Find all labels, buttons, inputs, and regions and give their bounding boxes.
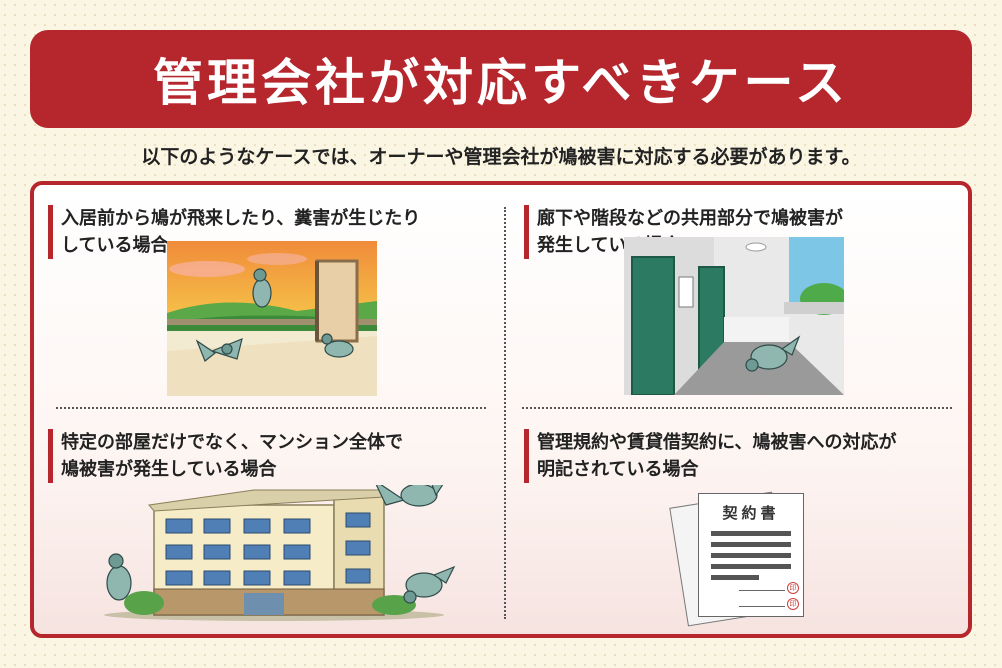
case-4: 管理規約や賃貸借契約に、鳩被害への対応が 明記されている場合 契約書 印 印 [504, 407, 968, 634]
seal-stamp: 印 [787, 598, 799, 610]
case-1-title-line2: している場合 [61, 235, 169, 256]
case-4-title-line1: 管理規約や賃貸借契約に、鳩被害への対応が [537, 432, 897, 453]
title-banner: 管理会社が対応すべきケース [30, 30, 972, 128]
contract-illustration: 契約書 印 印 [669, 489, 814, 629]
case-1: 入居前から鳩が飛来したり、糞害が生じたり している場合 [34, 185, 504, 407]
case-1-title-line1: 入居前から鳩が飛来したり、糞害が生じたり [61, 208, 421, 229]
contract-sheet: 契約書 印 印 [698, 493, 804, 617]
case-3-title: 特定の部屋だけでなく、マンション全体で 鳩被害が発生している場合 [48, 429, 403, 483]
cases-panel: 入居前から鳩が飛来したり、糞害が生じたり している場合 [30, 181, 972, 638]
subtitle: 以下のようなケースでは、オーナーや管理会社が鳩被害に対応する必要があります。 [141, 146, 861, 168]
apartment-illustration [74, 485, 494, 625]
case-3: 特定の部屋だけでなく、マンション全体で 鳩被害が発生している場合 [34, 407, 504, 634]
signature-line [739, 606, 785, 607]
horizontal-divider-right [522, 407, 952, 409]
case-2-title-line1: 廊下や階段などの共用部分で鳩被害が [537, 208, 843, 229]
contract-heading: 契約書 [722, 504, 780, 522]
case-1-title: 入居前から鳩が飛来したり、糞害が生じたり している場合 [48, 205, 420, 259]
case-3-title-line2: 鳩被害が発生している場合 [61, 459, 277, 480]
contract-line [711, 575, 759, 580]
contract-line [711, 564, 791, 569]
case-3-title-line1: 特定の部屋だけでなく、マンション全体で [61, 432, 403, 453]
contract-line [711, 531, 791, 536]
case-2: 廊下や階段などの共用部分で鳩被害が 発生している場合 [504, 185, 968, 407]
contract-line [711, 542, 791, 547]
sunset-balcony-illustration [167, 241, 377, 396]
contract-line [711, 553, 791, 558]
case-4-title-line2: 明記されている場合 [537, 459, 699, 480]
case-4-title: 管理規約や賃貸借契約に、鳩被害への対応が 明記されている場合 [524, 429, 896, 483]
corridor-illustration [624, 237, 844, 395]
horizontal-divider-left [56, 407, 486, 409]
seal-stamp: 印 [787, 582, 799, 594]
page-title: 管理会社が対応すべきケース [153, 53, 849, 112]
vertical-divider [504, 207, 506, 619]
signature-line [739, 590, 785, 591]
